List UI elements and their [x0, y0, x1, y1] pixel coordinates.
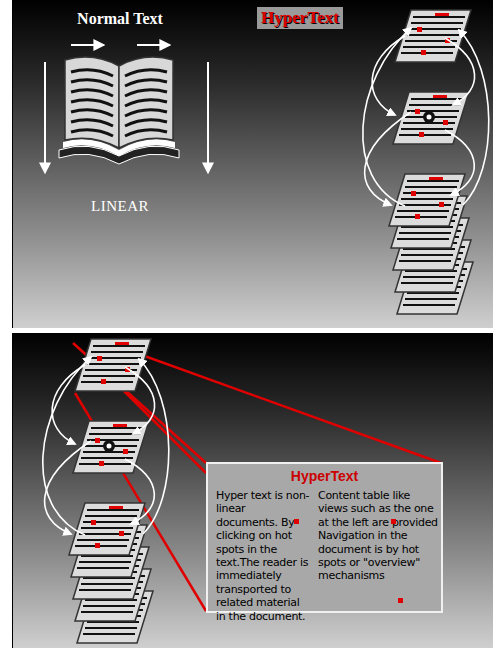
hypertext-pages [69, 339, 153, 643]
hypertext-pages [389, 10, 473, 314]
bottom-panel: HyperTextHyper text is non-linear docume… [12, 333, 493, 648]
section-title: HyperText [261, 8, 339, 28]
body-text: Content table like views such as the one… [318, 489, 440, 583]
link-arrows [43, 357, 169, 535]
section-caption: LINEAR [91, 198, 149, 215]
link-arrows [363, 28, 489, 206]
hot-spot-mark [391, 519, 396, 524]
text-box: HyperTextHyper text is non-linear docume… [206, 462, 443, 613]
hot-spot-mark [294, 519, 299, 524]
box-heading: HyperText [208, 468, 441, 484]
hot-spot-mark [398, 598, 403, 603]
body-text: Hyper text is non-linear documents. By c… [216, 489, 310, 623]
linear-vs-hypertext-illustration [13, 0, 493, 328]
open-book [59, 57, 179, 164]
top-panel: Normal TextLINEAR HyperText [12, 0, 493, 328]
section-title: Normal Text [77, 10, 163, 28]
title-plate [257, 7, 343, 29]
